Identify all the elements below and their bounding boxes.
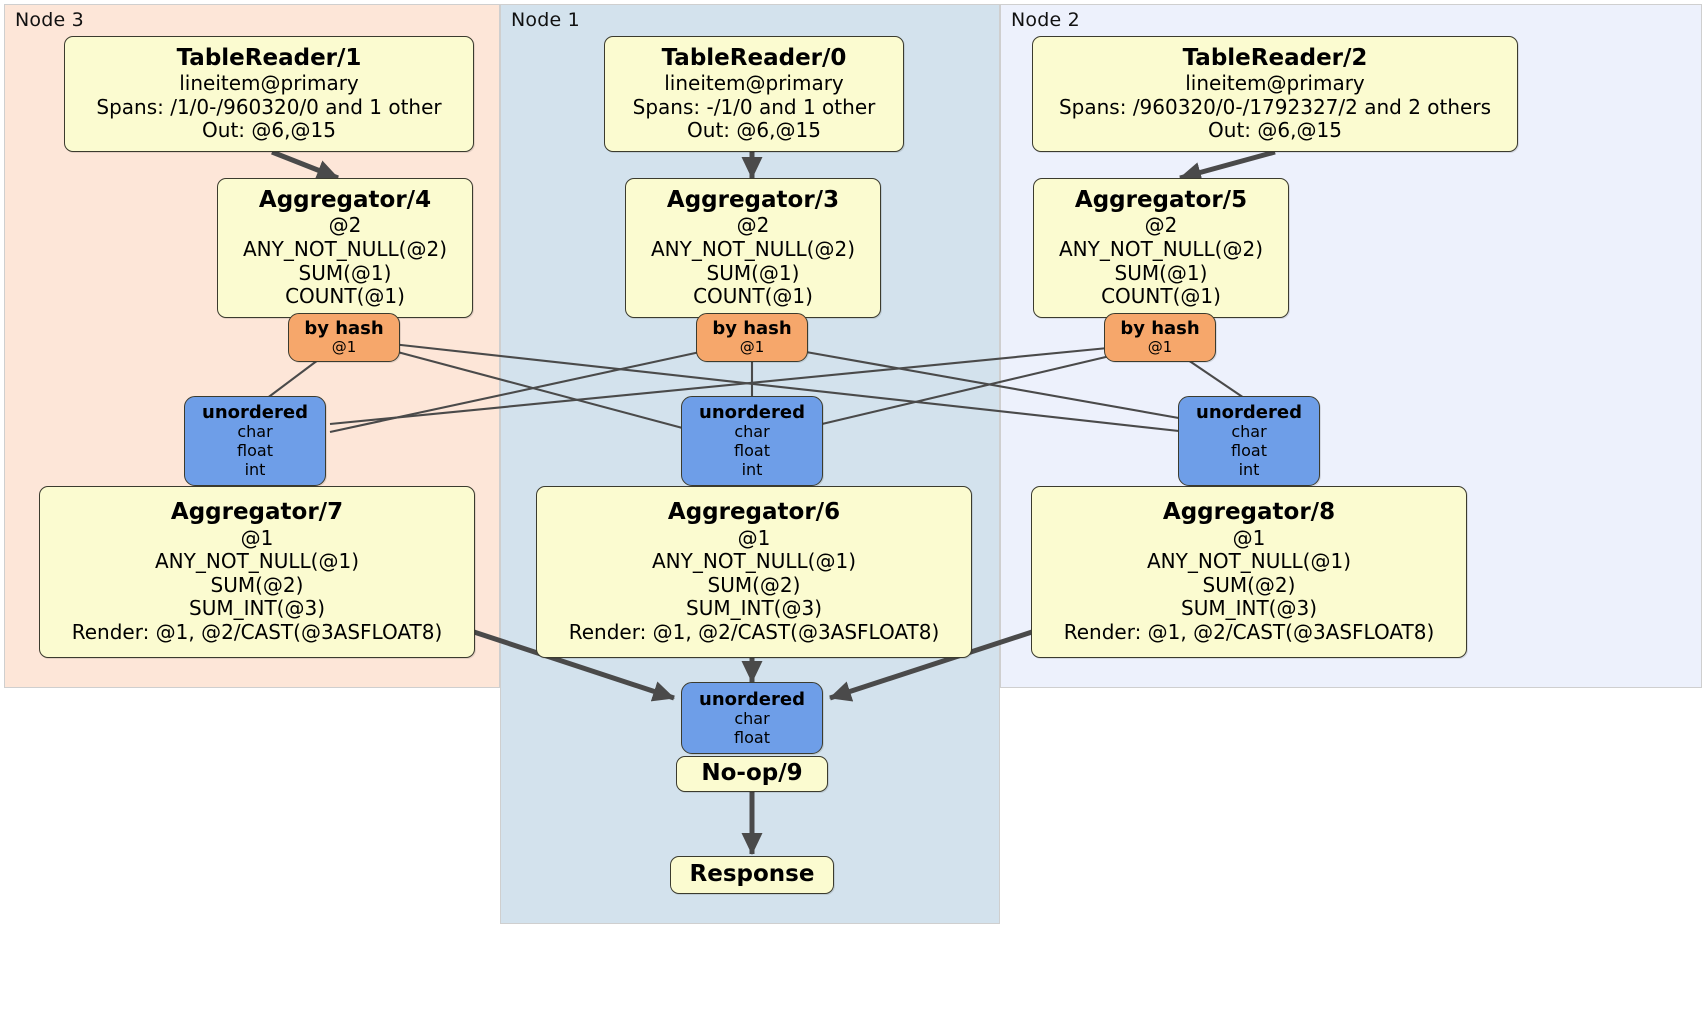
- box-line: @1: [1232, 525, 1266, 550]
- box-line: @2: [1144, 213, 1178, 238]
- box-line: Out: @6,@15: [202, 118, 336, 143]
- stream-line: int: [741, 460, 763, 480]
- box-line: COUNT(@1): [693, 284, 813, 309]
- stream-line: char: [734, 422, 770, 442]
- processor-tablereader-2[interactable]: TableReader/2 lineitem@primary Spans: /9…: [1032, 36, 1518, 152]
- box-title: Aggregator/7: [170, 499, 344, 526]
- box-line: @1: [240, 525, 274, 550]
- stream-line: float: [734, 727, 770, 747]
- processor-tablereader-1[interactable]: TableReader/1 lineitem@primary Spans: /1…: [64, 36, 474, 152]
- box-line: ANY_NOT_NULL(@1): [652, 549, 856, 574]
- box-line: Out: @6,@15: [1208, 118, 1342, 143]
- stream-unordered-final[interactable]: unordered char float: [681, 682, 823, 754]
- stream-title: unordered: [202, 402, 308, 424]
- box-title: No-op/9: [701, 760, 803, 787]
- stream-line: char: [734, 708, 770, 728]
- box-title: TableReader/2: [1182, 45, 1368, 72]
- stream-line: int: [1238, 460, 1260, 480]
- box-line: SUM(@1): [1114, 260, 1208, 285]
- processor-tablereader-0[interactable]: TableReader/0 lineitem@primary Spans: -/…: [604, 36, 904, 152]
- box-line: SUM_INT(@3): [189, 596, 325, 621]
- box-title: Aggregator/3: [666, 187, 840, 214]
- node-panel-label-node2: Node 2: [1011, 9, 1080, 31]
- router-line: @1: [739, 338, 765, 357]
- box-title: Aggregator/6: [667, 499, 841, 526]
- box-title: Response: [689, 861, 815, 888]
- box-line: lineitem@primary: [1185, 71, 1365, 96]
- router-title: by hash: [712, 318, 792, 340]
- box-line: SUM_INT(@3): [686, 596, 822, 621]
- node-panel-label-node1: Node 1: [511, 9, 580, 31]
- router-title: by hash: [304, 318, 384, 340]
- box-line: SUM(@2): [1202, 572, 1296, 597]
- box-line: ANY_NOT_NULL(@2): [1059, 236, 1263, 261]
- box-line: Render: @1, @2/CAST(@3ASFLOAT8): [1063, 619, 1435, 644]
- stream-unordered-node3[interactable]: unordered char float int: [184, 396, 326, 486]
- processor-aggregator-4[interactable]: Aggregator/4 @2 ANY_NOT_NULL(@2) SUM(@1)…: [217, 178, 473, 318]
- box-line: SUM(@2): [707, 572, 801, 597]
- box-line: SUM_INT(@3): [1181, 596, 1317, 621]
- box-line: COUNT(@1): [1101, 284, 1221, 309]
- stream-unordered-node1[interactable]: unordered char float int: [681, 396, 823, 486]
- stream-title: unordered: [699, 688, 805, 710]
- stream-line: char: [237, 422, 273, 442]
- box-line: Spans: -/1/0 and 1 other: [632, 94, 876, 119]
- stream-line: char: [1231, 422, 1267, 442]
- stream-line: float: [1231, 441, 1267, 461]
- processor-noop-9[interactable]: No-op/9: [676, 756, 828, 792]
- box-title: TableReader/0: [661, 45, 847, 72]
- router-by-hash-node1[interactable]: by hash @1: [696, 313, 808, 362]
- router-by-hash-node2[interactable]: by hash @1: [1104, 313, 1216, 362]
- box-line: @2: [328, 213, 362, 238]
- box-line: Spans: /1/0-/960320/0 and 1 other: [96, 94, 442, 119]
- box-line: ANY_NOT_NULL(@2): [243, 236, 447, 261]
- box-line: Render: @1, @2/CAST(@3ASFLOAT8): [71, 619, 443, 644]
- box-title: Aggregator/8: [1162, 499, 1336, 526]
- stream-line: int: [244, 460, 266, 480]
- box-line: Render: @1, @2/CAST(@3ASFLOAT8): [568, 619, 940, 644]
- stream-title: unordered: [1196, 402, 1302, 424]
- router-by-hash-node3[interactable]: by hash @1: [288, 313, 400, 362]
- box-title: TableReader/1: [176, 45, 362, 72]
- box-line: @2: [736, 213, 770, 238]
- box-line: ANY_NOT_NULL(@1): [1147, 549, 1351, 574]
- box-line: Out: @6,@15: [687, 118, 821, 143]
- box-title: Aggregator/5: [1074, 187, 1248, 214]
- box-line: COUNT(@1): [285, 284, 405, 309]
- box-line: SUM(@1): [706, 260, 800, 285]
- box-title: Aggregator/4: [258, 187, 432, 214]
- box-line: @1: [737, 525, 771, 550]
- stream-line: float: [734, 441, 770, 461]
- processor-aggregator-3[interactable]: Aggregator/3 @2 ANY_NOT_NULL(@2) SUM(@1)…: [625, 178, 881, 318]
- router-line: @1: [331, 338, 357, 357]
- box-line: ANY_NOT_NULL(@1): [155, 549, 359, 574]
- processor-aggregator-8[interactable]: Aggregator/8 @1 ANY_NOT_NULL(@1) SUM(@2)…: [1031, 486, 1467, 658]
- box-line: lineitem@primary: [179, 71, 359, 96]
- router-title: by hash: [1120, 318, 1200, 340]
- stream-line: float: [237, 441, 273, 461]
- response-box[interactable]: Response: [670, 856, 834, 894]
- box-line: Spans: /960320/0-/1792327/2 and 2 others: [1058, 94, 1491, 119]
- processor-aggregator-7[interactable]: Aggregator/7 @1 ANY_NOT_NULL(@1) SUM(@2)…: [39, 486, 475, 658]
- box-line: ANY_NOT_NULL(@2): [651, 236, 855, 261]
- box-line: SUM(@1): [298, 260, 392, 285]
- router-line: @1: [1147, 338, 1173, 357]
- processor-aggregator-6[interactable]: Aggregator/6 @1 ANY_NOT_NULL(@1) SUM(@2)…: [536, 486, 972, 658]
- stream-title: unordered: [699, 402, 805, 424]
- box-line: SUM(@2): [210, 572, 304, 597]
- node-panel-label-node3: Node 3: [15, 9, 84, 31]
- box-line: lineitem@primary: [664, 71, 844, 96]
- processor-aggregator-5[interactable]: Aggregator/5 @2 ANY_NOT_NULL(@2) SUM(@1)…: [1033, 178, 1289, 318]
- stream-unordered-node2[interactable]: unordered char float int: [1178, 396, 1320, 486]
